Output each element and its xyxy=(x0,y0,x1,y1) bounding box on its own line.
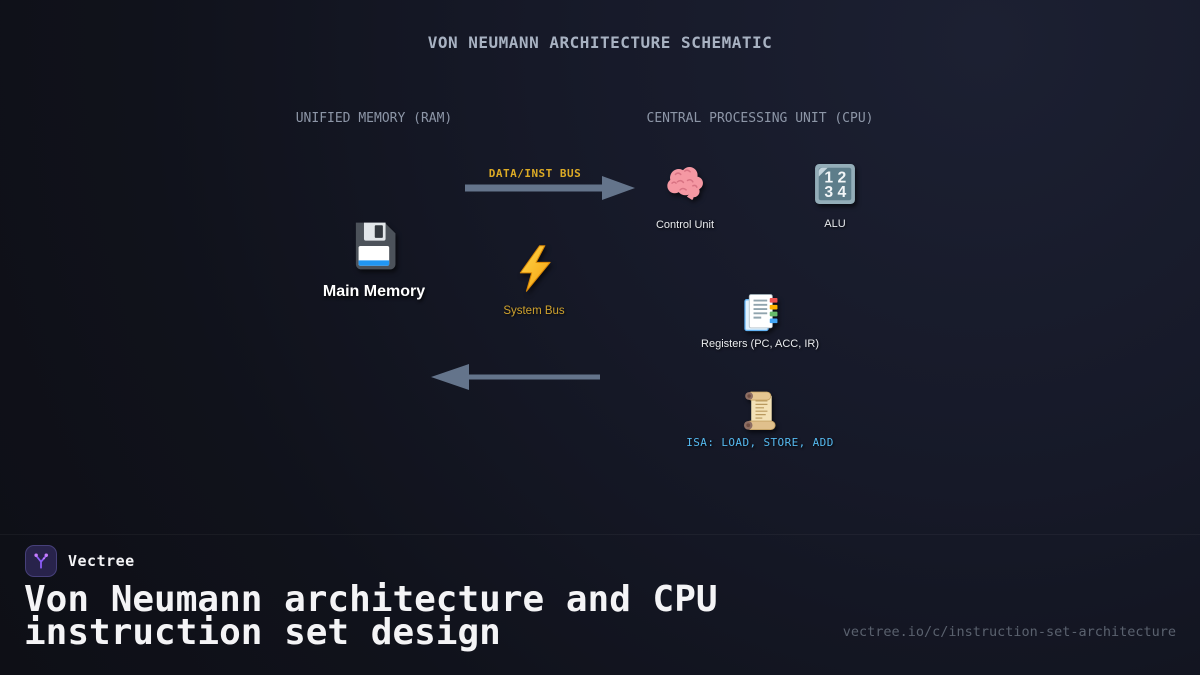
lightning-bolt-icon xyxy=(513,244,555,293)
return-bus-arrow-icon xyxy=(431,364,601,390)
brand-name: Vectree xyxy=(68,552,135,570)
page-title: VON NEUMANN ARCHITECTURE SCHEMATIC xyxy=(427,33,773,52)
data-bus-arrow-icon xyxy=(465,176,636,200)
node-label-isa: ISA: LOAD, STORE, ADD xyxy=(686,436,834,449)
node-label-main-memory: Main Memory xyxy=(322,283,426,300)
section-label-memory: UNIFIED MEMORY (RAM) xyxy=(295,111,453,126)
node-main-memory: Main Memory xyxy=(323,219,425,301)
svg-text:2: 2 xyxy=(837,169,846,186)
node-registers: Registers (PC, ACC, IR) xyxy=(701,292,819,350)
section-label-cpu: CENTRAL PROCESSING UNIT (CPU) xyxy=(646,111,874,126)
bookmark-tabs-icon xyxy=(740,292,781,333)
node-isa: ISA: LOAD, STORE, ADD xyxy=(686,389,833,449)
footer-url: vectree.io/c/instruction-set-architectur… xyxy=(842,624,1176,640)
brain-icon xyxy=(663,163,706,206)
node-label-control-unit: Control Unit xyxy=(655,219,715,231)
brand-logo xyxy=(25,545,57,577)
vectree-logo-icon xyxy=(29,549,53,573)
node-label-alu: ALU xyxy=(824,218,846,230)
floppy-disk-icon xyxy=(347,219,401,273)
svg-text:3: 3 xyxy=(824,184,833,201)
scroll-icon xyxy=(739,389,780,430)
node-label-system-bus: System Bus xyxy=(503,305,565,317)
node-system-bus: System Bus xyxy=(503,244,565,317)
svg-text:4: 4 xyxy=(837,184,846,201)
svg-text:1: 1 xyxy=(824,169,833,186)
node-control-unit: Control Unit xyxy=(656,163,714,231)
footer-divider xyxy=(0,534,1200,535)
data-bus-label: DATA/INST BUS xyxy=(488,167,582,180)
footer-heading: Von Neumann architecture and CPU instruc… xyxy=(24,579,718,653)
node-label-registers: Registers (PC, ACC, IR) xyxy=(701,338,819,350)
